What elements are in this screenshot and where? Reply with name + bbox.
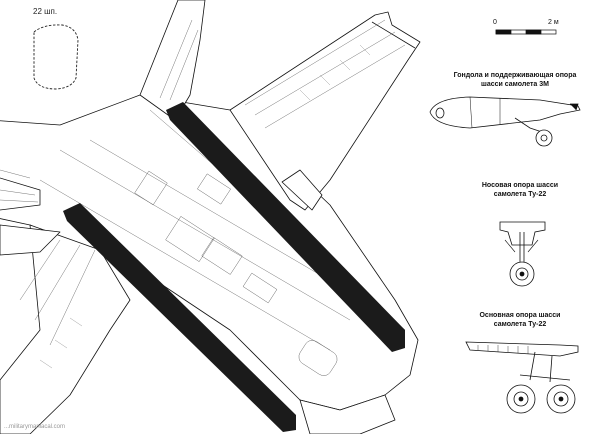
right-wing-nacelle xyxy=(281,169,323,211)
left-stabilizer xyxy=(0,177,41,211)
left-stabilizer-lower xyxy=(0,224,61,256)
scale-start-label: 0 xyxy=(493,19,497,26)
nacelle-side-view xyxy=(429,96,581,147)
right-wing xyxy=(229,11,421,211)
tail-cone xyxy=(299,394,396,434)
black-stripe-lower xyxy=(63,203,296,432)
caption-nose-gear-tu22: Носовая опора шасси самолета Ту-22 xyxy=(481,182,559,198)
caption-nacelle-3m: Гондола и поддерживающая опора шасси сам… xyxy=(453,72,577,88)
watermark: ...militarymaniacal.com xyxy=(4,424,66,430)
caption-main-gear-tu22: Основная опора шасси самолета Ту-22 xyxy=(479,312,561,328)
scale-end-label: 2 м xyxy=(548,19,559,26)
left-wing xyxy=(0,224,131,434)
fuselage-cross-section xyxy=(33,24,79,90)
nose-gear-front-view xyxy=(499,221,546,287)
upper-stabilizer xyxy=(139,0,206,121)
scale-bar xyxy=(495,29,557,35)
frame-number-note: 22 шп. xyxy=(33,7,58,16)
main-gear-side-view xyxy=(465,341,579,414)
black-stripe-upper xyxy=(166,102,405,352)
